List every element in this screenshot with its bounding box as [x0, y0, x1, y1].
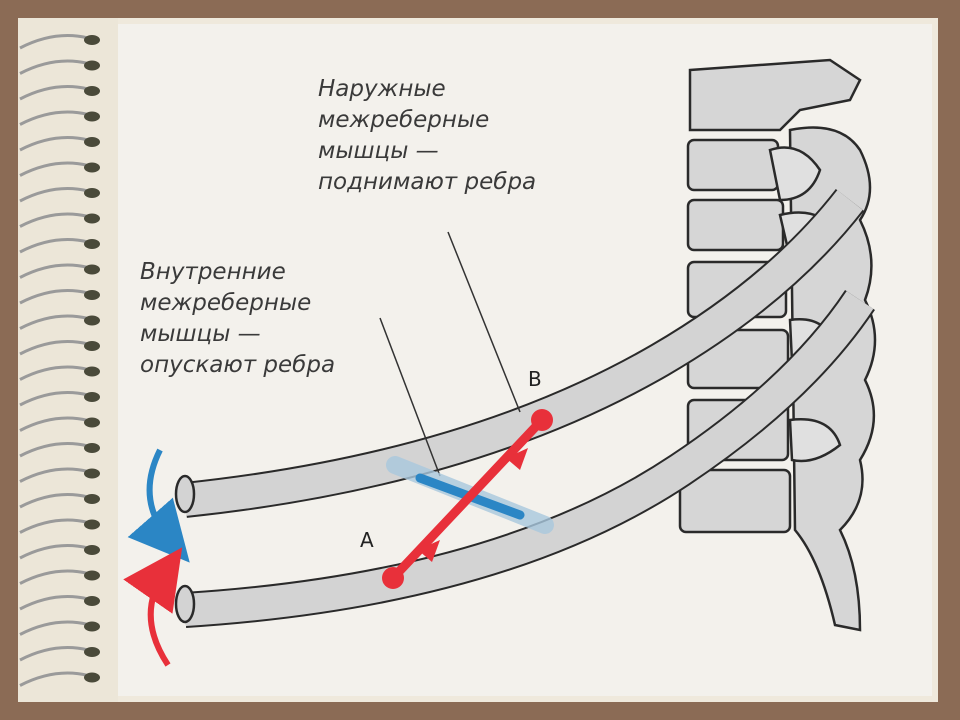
spiral-hole	[84, 264, 100, 275]
spiral-hole	[84, 86, 100, 96]
spiral-hole	[84, 570, 100, 581]
spiral-ring	[19, 289, 89, 305]
curved-arrow-up-icon	[123, 547, 183, 667]
spiral-ring	[19, 391, 89, 407]
spiral-hole	[84, 162, 100, 173]
spiral-ring	[19, 365, 89, 381]
leader-line-external	[447, 231, 521, 413]
internal-label-line4: опускают ребра	[140, 352, 336, 378]
leader-line-internal	[379, 317, 441, 477]
external-label-line1: Наружные	[318, 76, 446, 102]
spiral-ring	[19, 467, 89, 483]
external-intercostal-muscle	[382, 409, 553, 589]
spiral-ring	[19, 340, 89, 356]
spiral-ring	[19, 85, 89, 101]
spiral-hole	[84, 137, 100, 147]
internal-label-line2: межреберные	[140, 290, 312, 316]
spiral-hole	[84, 213, 100, 224]
point-a-label: A	[360, 528, 374, 552]
spiral-hole	[84, 545, 100, 555]
spiral-ring	[19, 671, 89, 687]
spiral-ring	[19, 136, 89, 152]
spiral-ring	[19, 34, 89, 50]
spiral-hole	[84, 647, 100, 657]
spiral-ring	[19, 493, 89, 509]
spiral-ring	[19, 416, 89, 432]
spiral-ring	[19, 544, 89, 560]
spiral-binding-icon	[19, 34, 100, 687]
spiral-hole	[84, 111, 100, 122]
spiral-hole	[84, 35, 100, 45]
spiral-hole	[84, 341, 100, 351]
spiral-ring	[19, 314, 89, 330]
external-label-line2: межреберные	[318, 107, 490, 133]
spiral-ring	[19, 238, 89, 254]
spiral-hole	[84, 443, 100, 453]
spiral-ring	[19, 187, 89, 203]
spiral-hole	[84, 672, 100, 683]
internal-label-line3: мышцы —	[140, 321, 261, 347]
spiral-ring	[19, 518, 89, 534]
internal-label-line1: Внутренние	[140, 259, 286, 285]
spiral-hole	[84, 621, 100, 632]
curved-arrow-down-icon	[127, 448, 190, 563]
notebook-margin	[18, 18, 118, 702]
spiral-ring	[19, 263, 89, 279]
spiral-ring	[19, 212, 89, 228]
spiral-ring	[19, 646, 89, 662]
internal-muscle-label: Внутренние межреберные мышцы — опускают …	[140, 257, 335, 381]
spiral-ring	[19, 620, 89, 636]
external-label-line4: поднимают ребра	[318, 169, 537, 195]
spiral-hole	[84, 494, 100, 504]
spiral-hole	[84, 392, 100, 402]
spiral-ring	[19, 569, 89, 585]
spiral-ring	[19, 595, 89, 611]
spiral-hole	[84, 468, 100, 479]
spiral-hole	[84, 188, 100, 198]
point-b-label: B	[528, 367, 542, 391]
spiral-hole	[84, 417, 100, 428]
external-label-line3: мышцы —	[318, 138, 439, 164]
spiral-ring	[19, 59, 89, 75]
spiral-hole	[84, 60, 100, 71]
spiral-hole	[84, 290, 100, 300]
spiral-hole	[84, 239, 100, 249]
spiral-ring	[19, 161, 89, 177]
spiral-hole	[84, 596, 100, 606]
spiral-ring	[19, 442, 89, 458]
external-muscle-label: Наружные межреберные мышцы — поднимают р…	[318, 74, 536, 198]
spiral-ring	[19, 110, 89, 126]
spiral-hole	[84, 366, 100, 377]
spiral-hole	[84, 315, 100, 326]
spiral-hole	[84, 519, 100, 530]
